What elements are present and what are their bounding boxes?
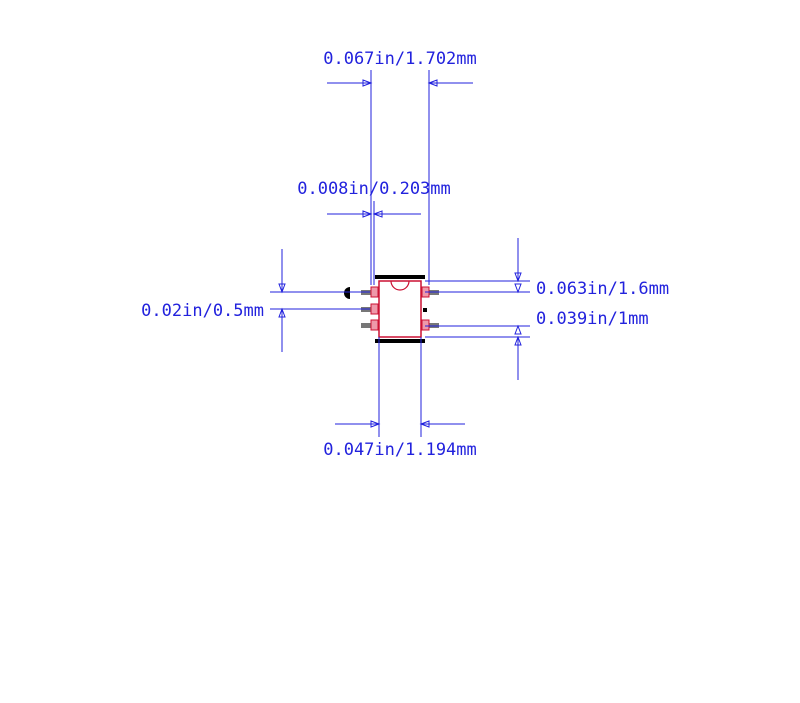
dim-right-lower-label: 0.039in/1mm [536, 309, 649, 329]
pad-1 [370, 286, 379, 298]
dim-top-width-label: 0.067in/1.702mm [323, 49, 477, 69]
package-body [378, 280, 422, 338]
package-notch [390, 280, 410, 291]
dim-pad-width-label: 0.008in/0.203mm [297, 179, 451, 199]
silkscreen-bottom-bar [375, 339, 425, 343]
pad-3 [370, 319, 379, 331]
missing-pin-marker [423, 308, 427, 312]
pad-5 [421, 319, 430, 331]
silkscreen-top-bar [375, 275, 425, 279]
dim-pitch-left-label: 0.02in/0.5mm [141, 301, 264, 321]
pin1-marker-icon [344, 287, 350, 299]
dim-top-right-label: 0.063in/1.6mm [536, 279, 669, 299]
right-leads [429, 290, 439, 328]
pad-2 [370, 303, 379, 315]
left-pads [370, 286, 379, 331]
dimension-lines [270, 70, 530, 437]
lead-3 [361, 323, 371, 328]
dim-bottom-width-label: 0.047in/1.194mm [323, 440, 477, 460]
